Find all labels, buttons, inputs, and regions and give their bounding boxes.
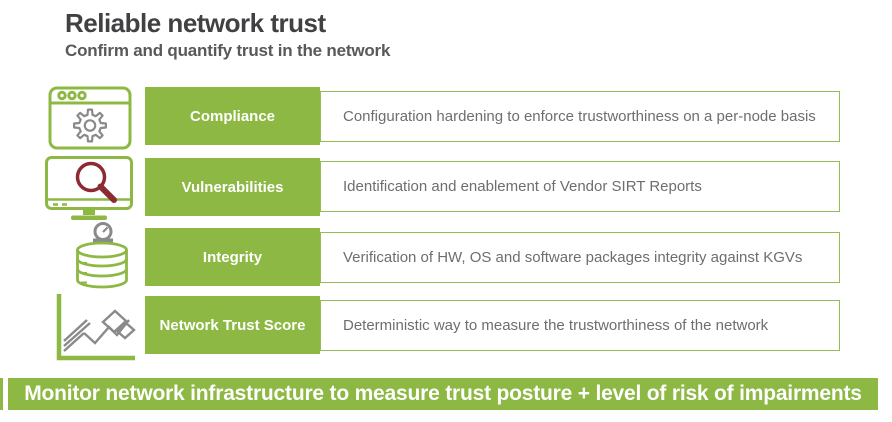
- monitor-search-icon: [45, 156, 133, 220]
- row-desc-vulnerabilities: Identification and enablement of Vendor …: [320, 161, 840, 212]
- row-label-text: Network Trust Score: [159, 316, 306, 334]
- page-title: Reliable network trust: [65, 8, 326, 38]
- row-label-text: Integrity: [202, 248, 263, 266]
- bottom-banner: Monitor network infrastructure to measur…: [8, 378, 878, 410]
- row-desc-network-trust-score: Deterministic way to measure the trustwo…: [320, 300, 840, 351]
- row-desc-text: Deterministic way to measure the trustwo…: [343, 317, 769, 334]
- trend-chart-icon: [56, 294, 136, 361]
- row-desc-text: Configuration hardening to enforce trust…: [343, 108, 816, 125]
- row-label-text: Compliance: [189, 107, 276, 125]
- row-desc-text: Verification of HW, OS and software pack…: [343, 249, 803, 266]
- bottom-banner-text: Monitor network infrastructure to measur…: [24, 382, 862, 405]
- row-label-compliance: Compliance: [145, 87, 320, 145]
- row-desc-text: Identification and enablement of Vendor …: [343, 178, 702, 195]
- row-label-text: Vulnerabilities: [181, 178, 284, 196]
- database-gauge-icon: [76, 222, 128, 289]
- page-subtitle: Confirm and quantify trust in the networ…: [65, 41, 391, 60]
- browser-gear-icon: [48, 86, 132, 150]
- banner-edge-sliver: [0, 378, 3, 410]
- row-label-integrity: Integrity: [145, 228, 320, 286]
- row-label-vulnerabilities: Vulnerabilities: [145, 158, 320, 216]
- row-desc-integrity: Verification of HW, OS and software pack…: [320, 232, 840, 283]
- row-label-network-trust-score: Network Trust Score: [145, 296, 320, 354]
- row-desc-compliance: Configuration hardening to enforce trust…: [320, 91, 840, 142]
